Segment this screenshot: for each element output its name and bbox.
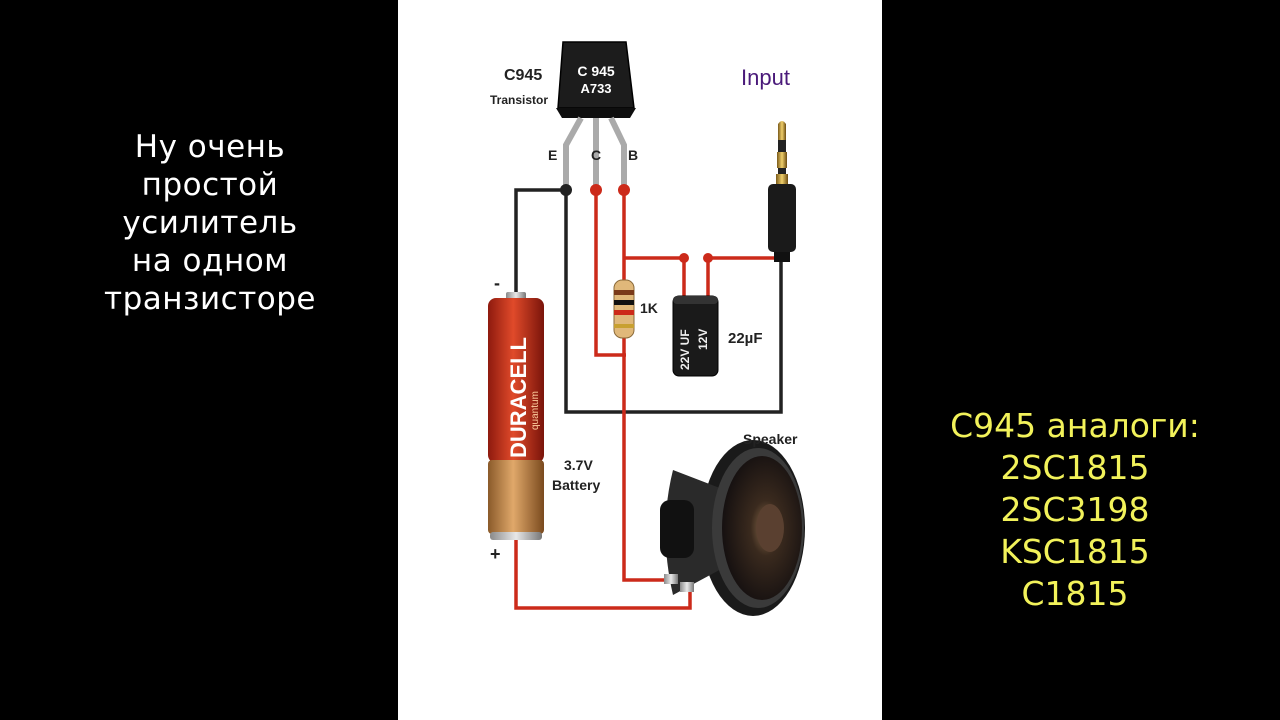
speaker xyxy=(660,440,805,616)
battery-subbrand: quantum xyxy=(530,391,541,430)
caption-line: усилитель xyxy=(122,205,298,241)
transistor-marking: A733 xyxy=(580,81,611,96)
battery-voltage: 3.7V xyxy=(564,457,593,473)
speaker-label: Speaker xyxy=(743,431,798,447)
resistor-label: 1K xyxy=(640,300,658,316)
input-label: Input xyxy=(741,65,790,90)
battery-minus: - xyxy=(494,273,500,293)
analog-item: KSC1815 xyxy=(1000,532,1150,571)
capacitor-label: 22µF xyxy=(728,330,763,347)
analog-item: 2SC1815 xyxy=(1000,448,1150,487)
battery-brand: DURACELL xyxy=(506,337,531,458)
junctions xyxy=(560,184,713,263)
resistor xyxy=(613,279,635,339)
pin-b-label: B xyxy=(628,147,638,163)
transistor-label: C945 xyxy=(504,67,542,84)
caption-line: простой xyxy=(141,167,279,203)
pin-e-label: E xyxy=(548,147,557,163)
title-caption: Ну очень простой усилитель на одном тран… xyxy=(60,128,360,318)
circuit-panel: C 945 A733 C945 Transistor E C B xyxy=(398,0,882,720)
analogs-list: C945 аналоги: 2SC1815 2SC3198 KSC1815 C1… xyxy=(915,405,1235,615)
analog-item: C1815 xyxy=(1021,574,1129,613)
audio-jack xyxy=(768,121,796,262)
caption-line: транзисторе xyxy=(104,281,316,317)
capacitor-marking: 12V xyxy=(696,329,710,350)
capacitor-marking: 22V UF xyxy=(678,329,692,370)
battery-label: Battery xyxy=(552,477,600,493)
pin-c-label: C xyxy=(591,147,601,163)
circuit-diagram: C 945 A733 C945 Transistor E C B xyxy=(488,41,805,616)
transistor: C 945 A733 xyxy=(556,41,636,190)
capacitor: 22V UF 12V xyxy=(672,295,719,377)
caption-line: Ну очень xyxy=(134,129,286,165)
black-wires xyxy=(514,188,783,414)
transistor-marking: C 945 xyxy=(577,63,615,79)
transistor-sublabel: Transistor xyxy=(490,93,548,107)
battery-plus: + xyxy=(490,544,501,564)
battery: DURACELL quantum xyxy=(488,292,544,540)
caption-line: на одном xyxy=(131,243,289,279)
analog-item: 2SC3198 xyxy=(1000,490,1150,529)
analogs-title: C945 аналоги: xyxy=(950,406,1200,445)
